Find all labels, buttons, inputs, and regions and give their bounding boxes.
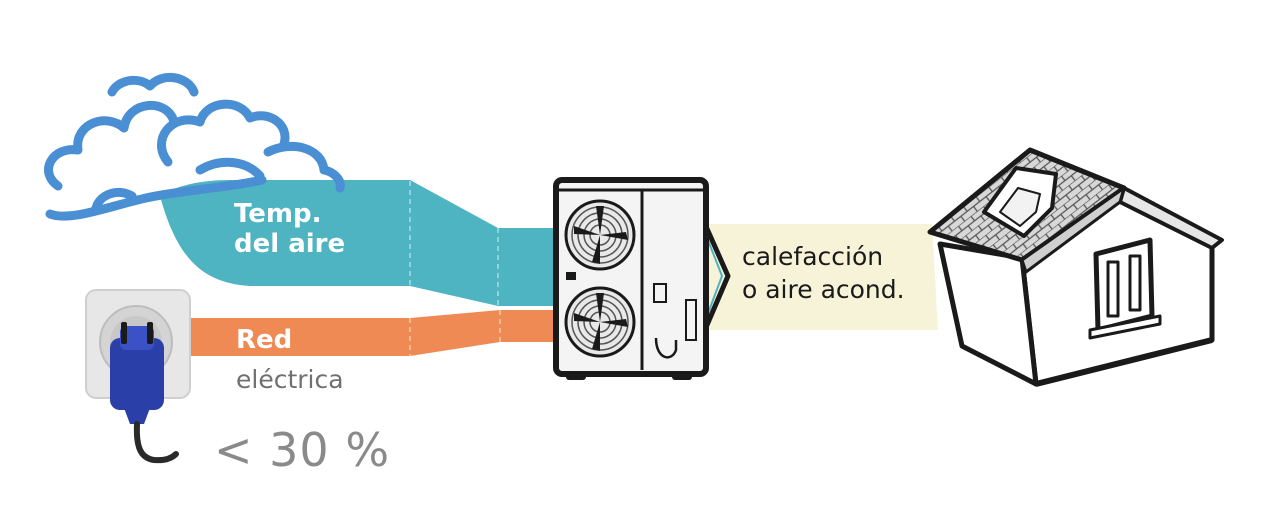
electric-grid-band [180, 310, 556, 356]
electric-grid-sublabel: eléctrica [236, 365, 344, 394]
cloud-icon [44, 73, 345, 221]
house-icon [927, 147, 1224, 387]
electric-grid-label: Red [236, 325, 293, 355]
heating-output-band [701, 220, 938, 333]
grid-share-value: < 30 % [214, 423, 391, 477]
heat-pump-outdoor-unit-icon [553, 177, 709, 380]
power-plug-socket-icon [85, 289, 191, 464]
air-temperature-label: Temp.del aire [234, 199, 346, 259]
air-temperature-band [160, 180, 556, 306]
